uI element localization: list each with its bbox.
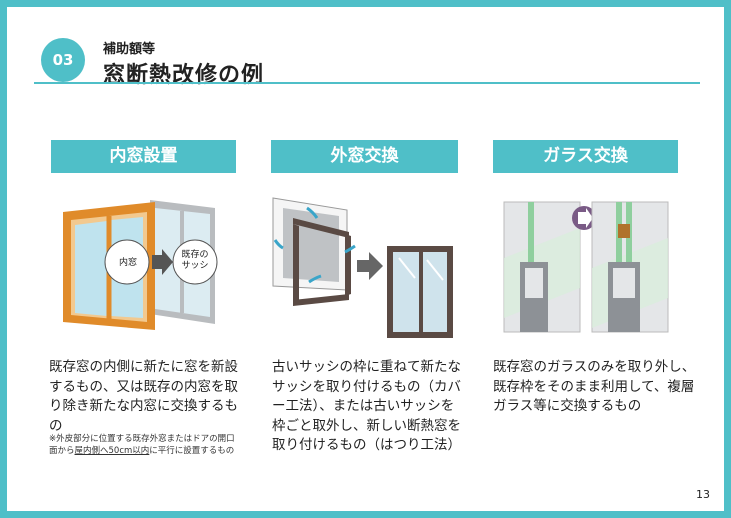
page-number: 13 bbox=[696, 488, 710, 501]
heading-glass-replacement: ガラス交換 bbox=[493, 140, 678, 173]
page-title: 窓断熱改修の例 bbox=[103, 63, 265, 88]
label-inner-window: 内窓 bbox=[118, 258, 137, 268]
outer-window-illustration bbox=[272, 197, 453, 338]
description-inner-window: 既存窓の内側に新たに窓を新設するもの、又は既存の内窓を取り除き新たな内窓に交換す… bbox=[49, 359, 238, 434]
description-outer-window: 古いサッシの枠に重ねて新たなサッシを取り付けるもの（カバー工法）、または古いサッ… bbox=[272, 359, 461, 453]
label-existing-sash: 既存の サッシ bbox=[181, 250, 209, 271]
heading-outer-window: 外窓交換 bbox=[271, 140, 458, 173]
inner-window-illustration bbox=[63, 200, 218, 330]
title-divider bbox=[34, 82, 700, 84]
section-number-badge: 03 bbox=[41, 38, 85, 82]
description-glass-replacement: 既存窓のガラスのみを取り外し、既存枠をそのまま利用して、複層ガラス等に交換するも… bbox=[493, 359, 696, 414]
section-subtitle: 補助額等 bbox=[103, 42, 156, 57]
glass-replacement-illustration bbox=[503, 201, 669, 333]
note-inner-window: ※外皮部分に位置する既存外窓またはドアの開口面から屋内側へ50cm以内に平行に設… bbox=[49, 434, 235, 456]
heading-inner-window: 内窓設置 bbox=[51, 140, 236, 173]
